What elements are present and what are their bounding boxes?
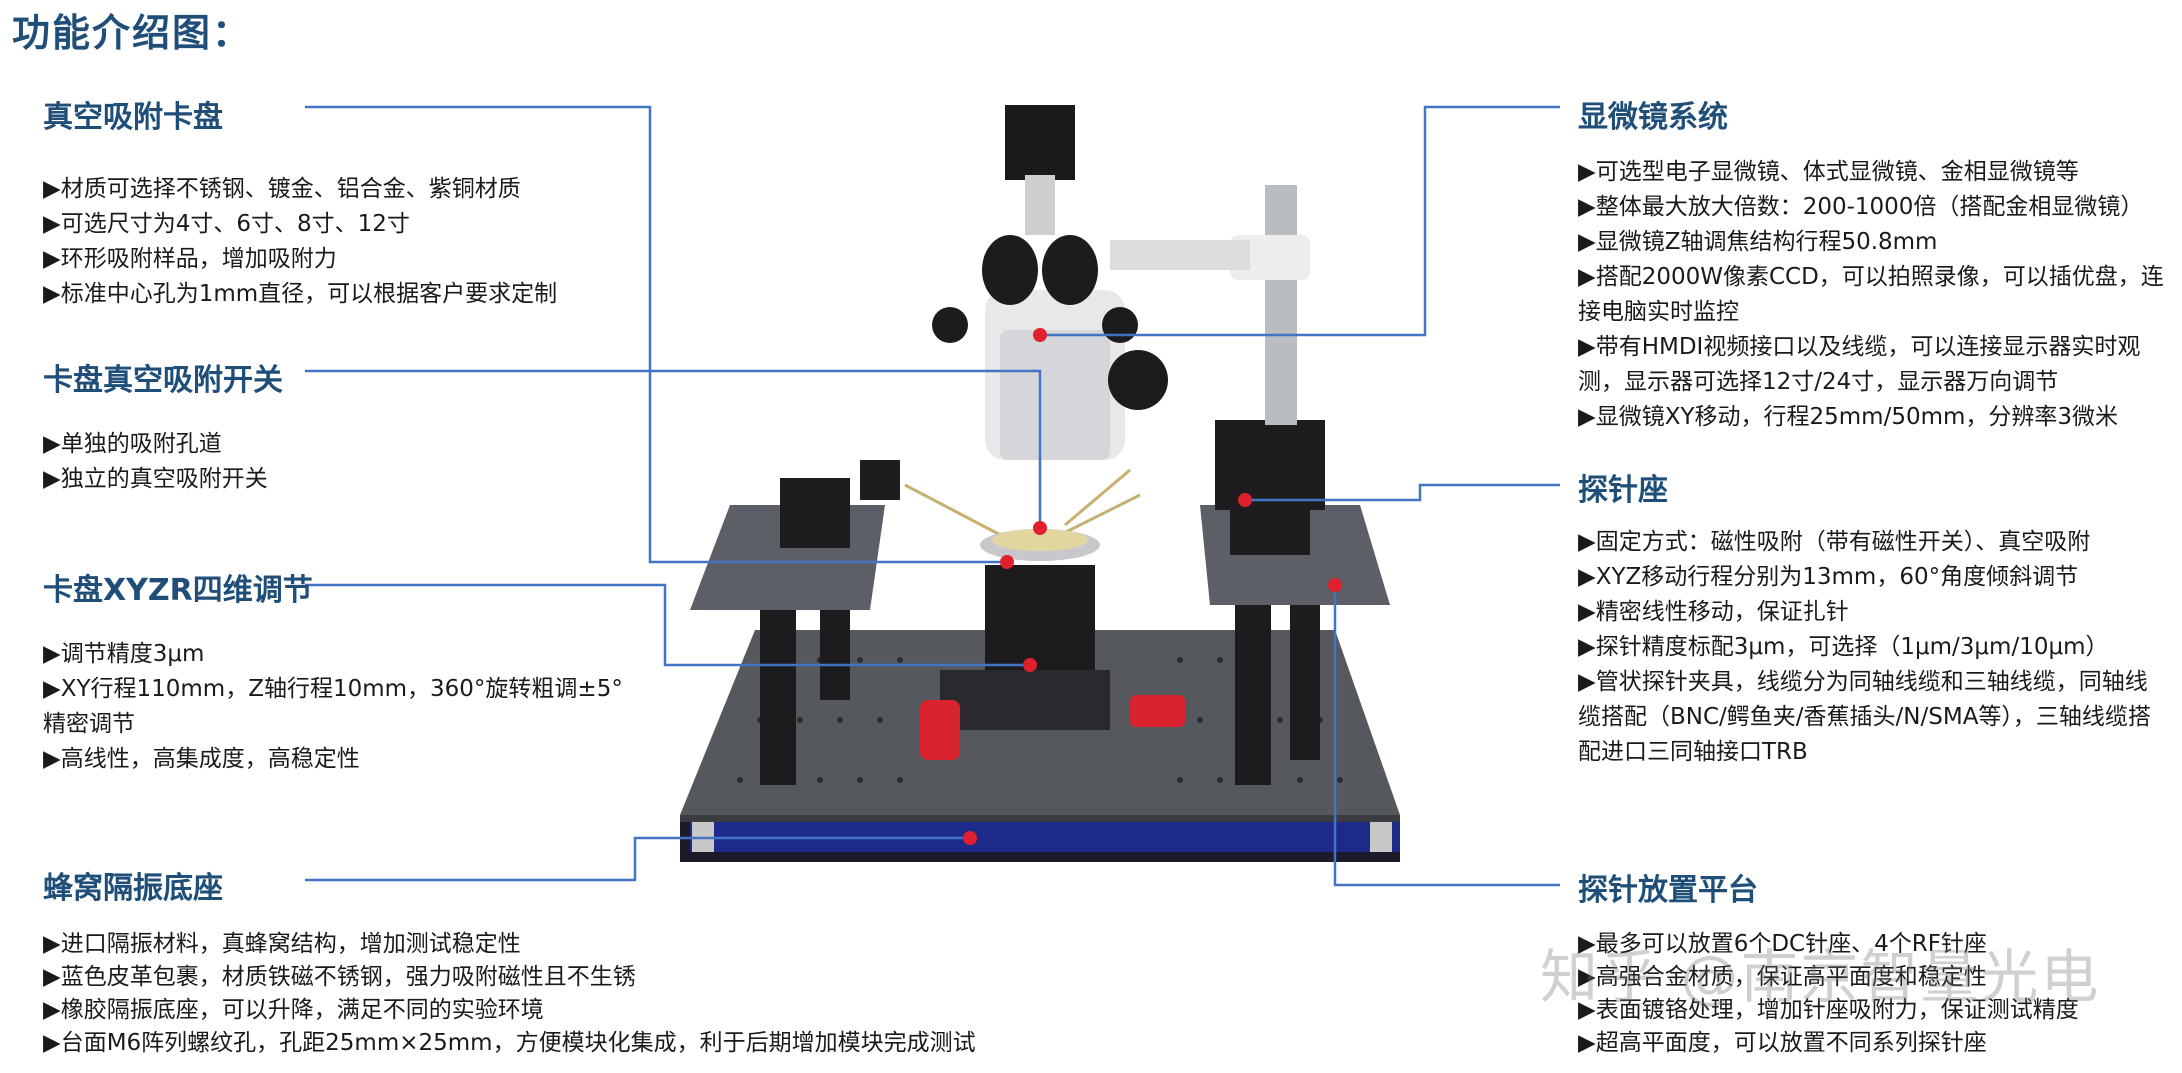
section-title-probe-platform: 探针放置平台 bbox=[1578, 873, 1758, 908]
section-title-xyzr: 卡盘XYZR四维调节 bbox=[43, 573, 313, 608]
list-item: ▶蓝色皮革包裹，材质铁磁不锈钢，强力吸附磁性且不生锈 bbox=[43, 964, 636, 990]
list-item: ▶高强合金材质，保证高平面度和稳定性 bbox=[1578, 964, 1987, 990]
section-list-probe-base: ▶固定方式：磁性吸附（带有磁性开关）、真空吸附 ▶XYZ移动行程分别为13mm，… bbox=[1578, 525, 2168, 770]
isolation-base bbox=[680, 820, 1400, 862]
callout-lines bbox=[305, 105, 1560, 887]
watermark: 知乎 @南京智量光电 bbox=[1540, 943, 2101, 1011]
section-list-vacuum-chuck: ▶材质可选择不锈钢、镀金、铝合金、紫铜材质 ▶可选尺寸为4寸、6寸、8寸、12寸… bbox=[43, 172, 557, 312]
list-item: ▶最多可以放置6个DC针座、4个RF针座 bbox=[1578, 931, 1987, 957]
list-item: ▶带有HMDI视频接口以及线缆，可以连接显示器实时观测，显示器可选择12寸/24… bbox=[1578, 334, 2141, 395]
list-item: ▶进口隔振材料，真蜂窝结构，增加测试稳定性 bbox=[43, 931, 521, 957]
list-item: ▶台面M6阵列螺纹孔，孔距25mm×25mm，方便模块化集成，利于后期增加模块完… bbox=[43, 1030, 976, 1056]
list-item: ▶高线性，高集成度，高稳定性 bbox=[43, 746, 360, 772]
list-item: ▶XYZ移动行程分别为13mm，60°角度倾斜调节 bbox=[1578, 564, 2079, 590]
section-list-chuck-switch: ▶单独的吸附孔道 ▶独立的真空吸附开关 bbox=[43, 427, 268, 497]
section-title-honeycomb: 蜂窝隔振底座 bbox=[43, 871, 223, 906]
list-item: ▶显微镜Z轴调焦结构行程50.8mm bbox=[1578, 229, 1938, 255]
section-title-chuck-switch: 卡盘真空吸附开关 bbox=[43, 363, 283, 398]
list-item: ▶管状探针夹具，线缆分为同轴线缆和三轴线缆，同轴线缆搭配（BNC/鳄鱼夹/香蕉插… bbox=[1578, 669, 2151, 765]
section-list-xyzr: ▶调节精度3μm ▶XY行程110mm，Z轴行程10mm，360°旋转粗调±5°… bbox=[43, 637, 633, 777]
list-item: ▶材质可选择不锈钢、镀金、铝合金、紫铜材质 bbox=[43, 176, 521, 202]
list-item: ▶环形吸附样品，增加吸附力 bbox=[43, 246, 337, 272]
callout-dots bbox=[963, 328, 1342, 845]
microscope-body bbox=[932, 105, 1310, 460]
list-item: ▶超高平面度，可以放置不同系列探针座 bbox=[1578, 1030, 1987, 1056]
list-item: ▶表面镀铬处理，增加针座吸附力，保证测试精度 bbox=[1578, 997, 2079, 1023]
list-item: ▶搭配2000W像素CCD，可以拍照录像，可以插优盘，连接电脑实时监控 bbox=[1578, 264, 2164, 325]
section-title-probe-base: 探针座 bbox=[1578, 473, 1668, 508]
list-item: ▶XY行程110mm，Z轴行程10mm，360°旋转粗调±5°精密调节 bbox=[43, 676, 623, 737]
list-item: ▶整体最大放大倍数：200-1000倍（搭配金相显微镜） bbox=[1578, 194, 2144, 220]
list-item: ▶精密线性移动，保证扎针 bbox=[1578, 599, 1849, 625]
list-item: ▶可选尺寸为4寸、6寸、8寸、12寸 bbox=[43, 211, 410, 237]
list-item: ▶固定方式：磁性吸附（带有磁性开关）、真空吸附 bbox=[1578, 529, 2091, 555]
probe-positioners bbox=[780, 420, 1325, 555]
list-item: ▶橡胶隔振底座，可以升降，满足不同的实验环境 bbox=[43, 997, 544, 1023]
platform-posts bbox=[760, 600, 1320, 785]
list-item: ▶显微镜XY移动，行程25mm/50mm，分辨率3微米 bbox=[1578, 404, 2119, 430]
page-title: 功能介绍图： bbox=[12, 11, 253, 55]
probe-needles bbox=[904, 468, 1141, 542]
list-item: ▶标准中心孔为1mm直径，可以根据客户要求定制 bbox=[43, 281, 558, 307]
list-item: ▶可选型电子显微镜、体式显微镜、金相显微镜等 bbox=[1578, 159, 2079, 185]
section-list-microscope: ▶可选型电子显微镜、体式显微镜、金相显微镜等 ▶整体最大放大倍数：200-100… bbox=[1578, 155, 2168, 435]
list-item: ▶探针精度标配3μm，可选择（1μm/3μm/10μm） bbox=[1578, 634, 2109, 660]
list-item: ▶调节精度3μm bbox=[43, 641, 205, 667]
section-title-vacuum-chuck: 真空吸附卡盘 bbox=[43, 100, 223, 135]
list-item: ▶独立的真空吸附开关 bbox=[43, 466, 268, 492]
section-title-microscope: 显微镜系统 bbox=[1578, 100, 1728, 135]
xyzr-stage bbox=[920, 529, 1185, 760]
section-list-honeycomb: ▶进口隔振材料，真蜂窝结构，增加测试稳定性 ▶蓝色皮革包裹，材质铁磁不锈钢，强力… bbox=[43, 928, 976, 1060]
list-item: ▶单独的吸附孔道 bbox=[43, 431, 222, 457]
section-list-probe-platform: ▶最多可以放置6个DC针座、4个RF针座 ▶高强合金材质，保证高平面度和稳定性 … bbox=[1578, 928, 2079, 1060]
